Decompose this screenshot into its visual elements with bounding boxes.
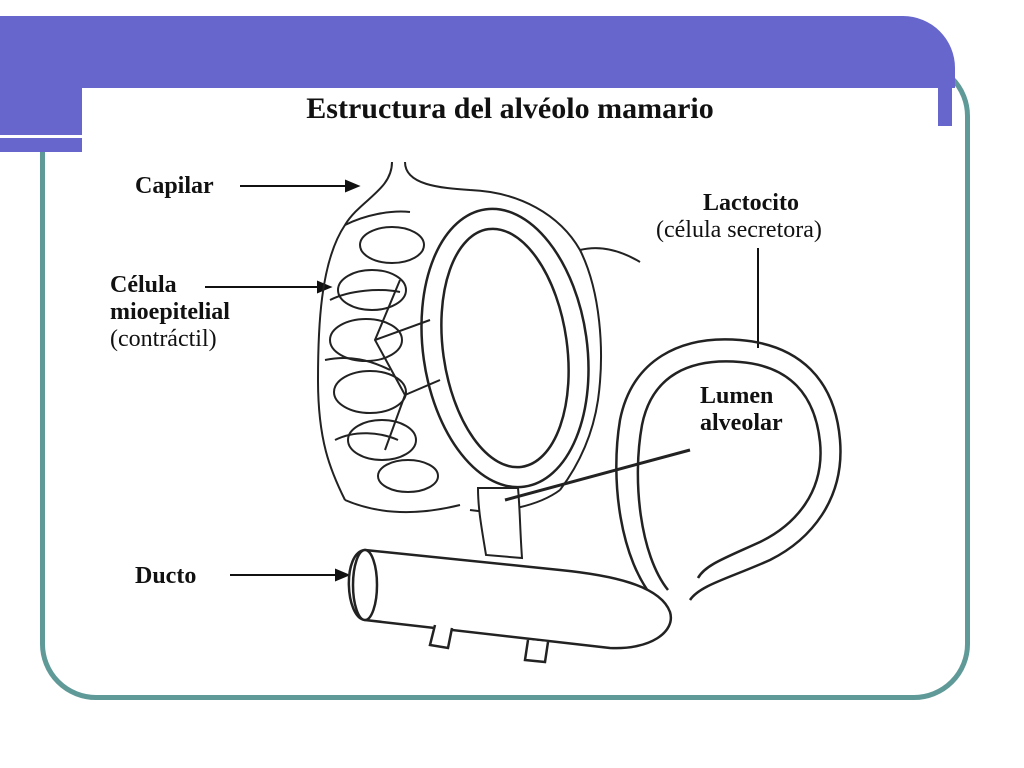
lumen-pointer [504, 448, 691, 502]
open-alveolus [615, 338, 842, 601]
label-celula-line2: mioepitelial [110, 299, 230, 325]
duct [347, 548, 673, 664]
slide-title: Estructura del alvéolo mamario [306, 92, 714, 125]
banner-tail-right [938, 88, 952, 126]
label-ducto: Ducto [135, 563, 197, 589]
label-lactocito-line1: Lactocito [703, 190, 799, 216]
myoepithelial-lobes [329, 226, 441, 493]
capillary-network [316, 161, 641, 513]
header-banner [0, 16, 955, 88]
banner-tail-left [0, 88, 82, 152]
label-capilar: Capilar [135, 173, 214, 199]
capilar-arrow [240, 179, 361, 193]
celula-arrow [205, 280, 333, 294]
label-lumen-line1: Lumen [700, 383, 774, 409]
alveolus-section [420, 207, 590, 489]
alveolus-stalk [476, 487, 524, 560]
ducto-arrow [230, 568, 351, 582]
banner-divider-line [0, 135, 82, 138]
label-lumen-line2: alveolar [700, 410, 783, 436]
label-lactocito-line2: (célula secretora) [656, 217, 822, 243]
label-celula-line1: Célula [110, 272, 177, 298]
label-celula-line3: (contráctil) [110, 326, 217, 352]
